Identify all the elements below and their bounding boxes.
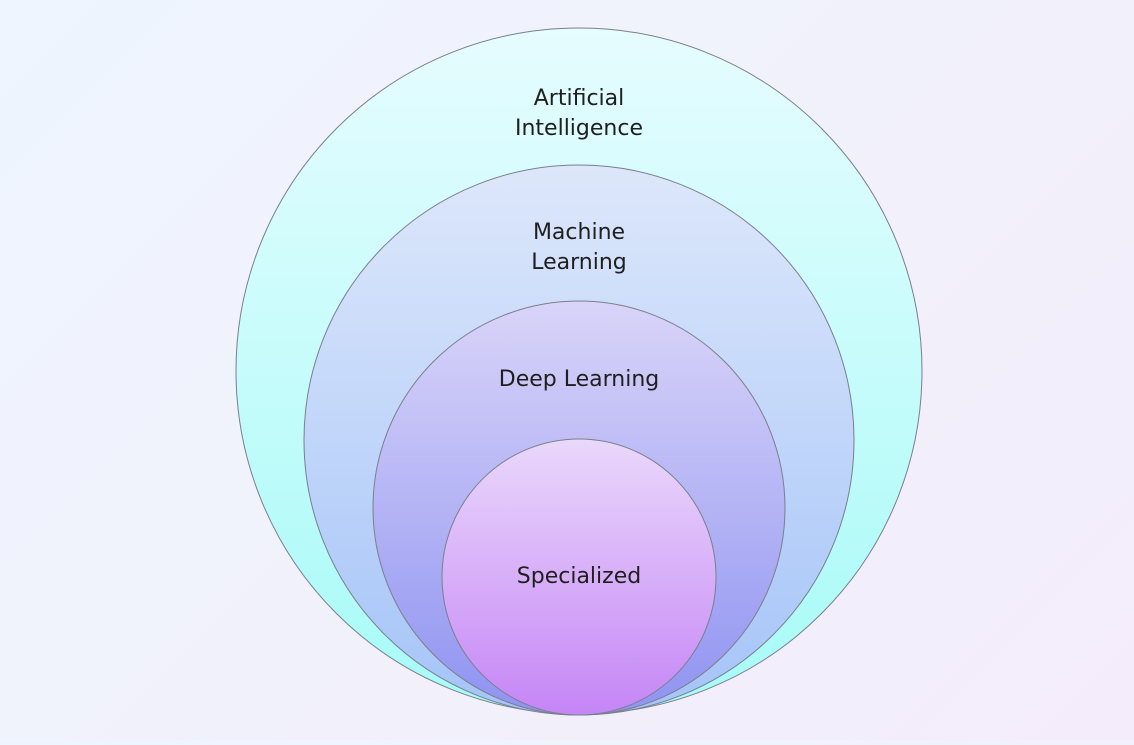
specialized-label-line-1: Specialized <box>517 564 641 589</box>
specialized-circle <box>441 438 717 716</box>
ai-label-line-1: Artificial <box>534 86 625 111</box>
ml-label-line-2: Learning <box>531 250 627 275</box>
ml-label-line-1: Machine <box>533 220 625 245</box>
dl-label-line-1: Deep Learning <box>499 367 659 392</box>
ai-label-line-2: Intelligence <box>515 116 643 141</box>
